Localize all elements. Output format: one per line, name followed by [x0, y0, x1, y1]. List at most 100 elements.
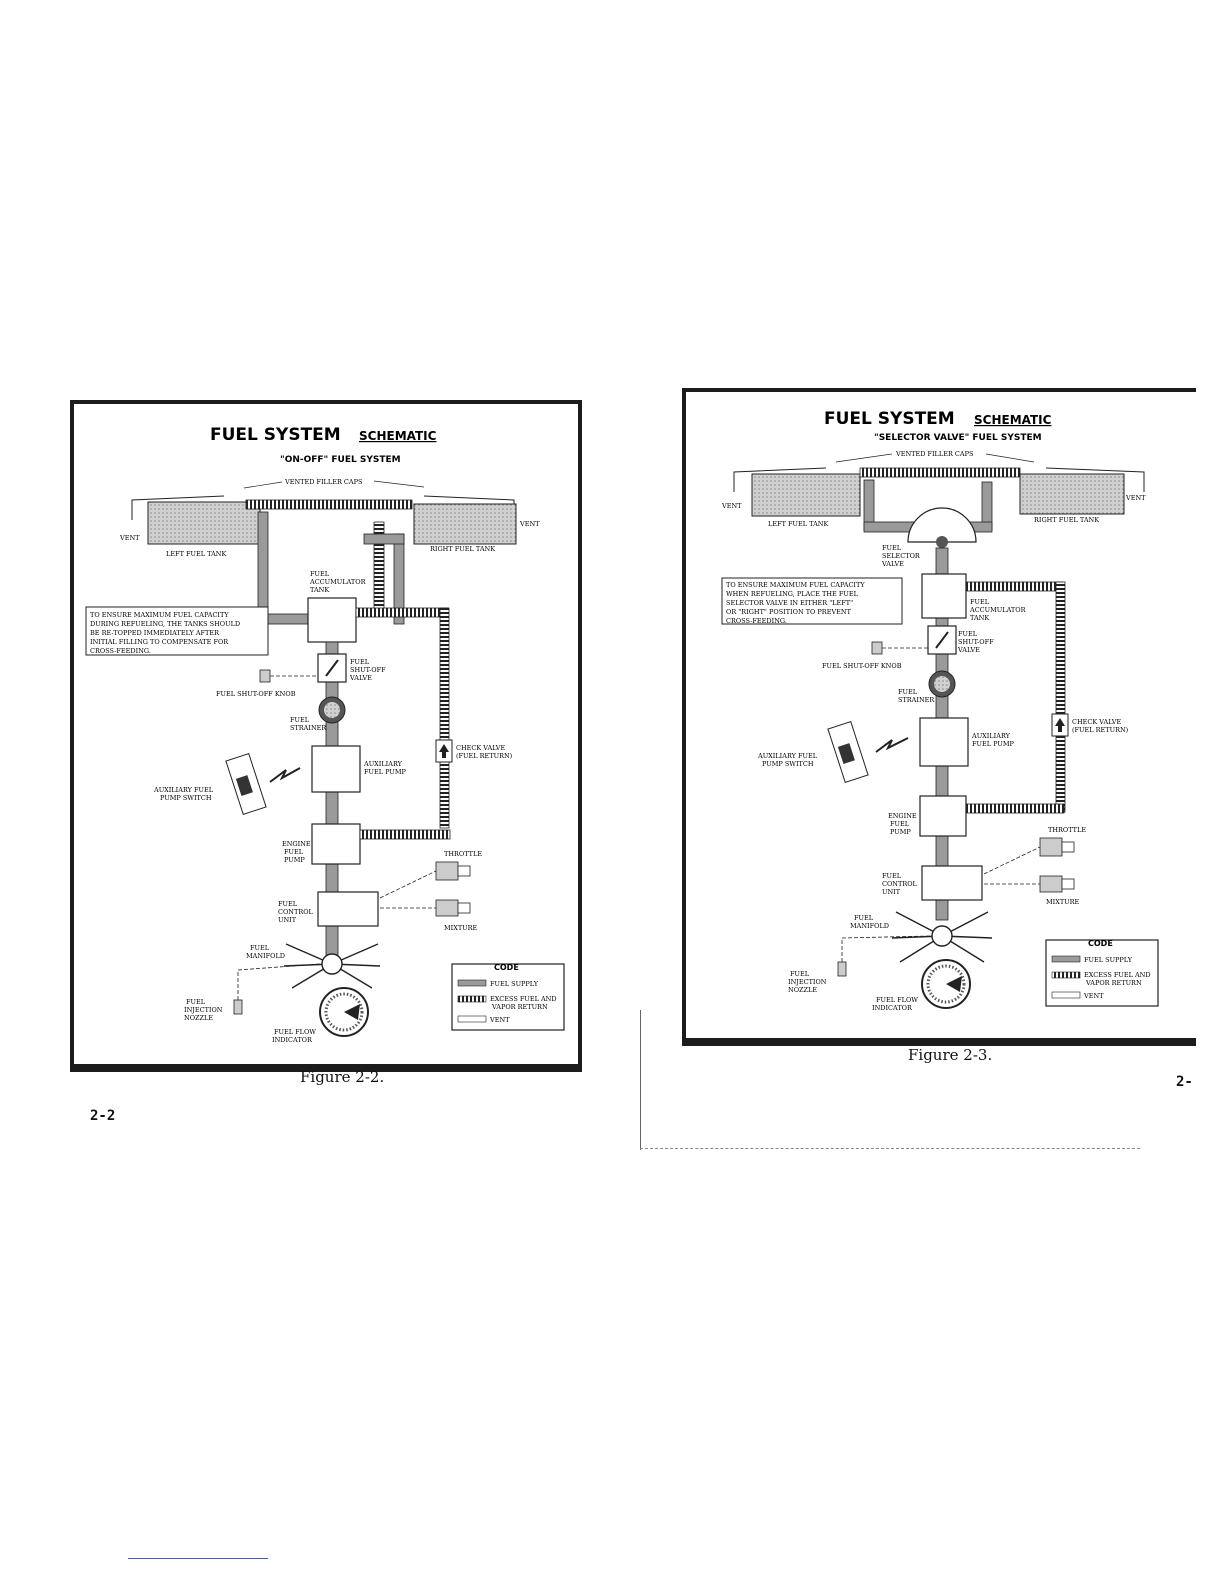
right-page: FUEL SYSTEM SCHEMATIC "SELECTOR VALVE" F…	[620, 0, 1224, 1584]
fuel-injection-nozzle	[837, 961, 847, 977]
throttle-control	[1039, 837, 1063, 857]
right-fuel-tank	[413, 503, 517, 545]
engine-fuel-pump	[311, 823, 361, 865]
label-check-valve-1: CHECK VALVE	[456, 744, 505, 752]
left-fuel-tank	[147, 501, 261, 545]
label-engine-fuel-pump-3: PUMP	[284, 856, 305, 864]
label-fuel-shutoff-valve-2: SHUT-OFF	[350, 666, 386, 674]
label-fuel-accumulator-tank-2: ACCUMULATOR	[969, 606, 1027, 614]
label-fuel-control-unit-3: UNIT	[882, 888, 901, 896]
label-auxiliary-fuel-pump-switch-1: AUXILIARY FUEL	[757, 752, 818, 760]
label-fuel-injection-nozzle-1: FUEL	[186, 998, 206, 1006]
code-legend-item-1: FUEL SUPPLY	[490, 980, 539, 988]
label-check-valve-1: CHECK VALVE	[1072, 718, 1121, 726]
label-mixture: MIXTURE	[1046, 898, 1080, 906]
label-fuel-manifold-2: MANIFOLD	[850, 922, 889, 930]
label-fuel-injection-nozzle-3: NOZZLE	[788, 986, 817, 994]
code-legend: CODE FUEL SUPPLY EXCESS FUEL AND VAPOR R…	[1045, 939, 1159, 1007]
label-fuel-shutoff-valve-3: VALVE	[349, 674, 372, 682]
label-right-fuel-tank: RIGHT FUEL TANK	[1034, 516, 1099, 524]
label-fuel-flow-indicator-1: FUEL FLOW	[876, 996, 918, 1004]
figure-caption-left: Figure 2-2.	[300, 1068, 385, 1086]
subtitle: "SELECTOR VALVE" FUEL SYSTEM	[874, 433, 1042, 443]
auxiliary-fuel-pump	[311, 745, 361, 793]
left-schematic-diagram: FUEL SYSTEM SCHEMATIC "ON-OFF" FUEL SYST…	[85, 425, 565, 1044]
label-engine-fuel-pump-1: ENGINE	[888, 812, 917, 820]
subtitle: "ON-OFF" FUEL SYSTEM	[280, 455, 401, 465]
label-left-fuel-tank: LEFT FUEL TANK	[166, 550, 226, 558]
label-fuel-manifold-1: FUEL	[250, 944, 270, 952]
fuel-control-unit	[317, 891, 379, 927]
bottom-rule	[128, 1558, 268, 1559]
right-schematic-frame: FUEL SYSTEM SCHEMATIC "SELECTOR VALVE" F…	[682, 388, 1196, 1046]
title-tag: SCHEMATIC	[359, 429, 437, 443]
note-line-1: TO ENSURE MAXIMUM FUEL CAPACITY	[726, 581, 865, 589]
auxiliary-fuel-pump	[919, 717, 969, 767]
title-tag: SCHEMATIC	[974, 413, 1052, 427]
label-auxiliary-fuel-pump-2: FUEL PUMP	[364, 768, 407, 776]
return-line-right	[1055, 581, 1066, 813]
label-fuel-strainer-1: FUEL	[290, 716, 310, 724]
code-legend-item-1: FUEL SUPPLY	[1084, 956, 1133, 964]
label-fuel-strainer-2: STRAINER	[898, 696, 935, 704]
title: FUEL SYSTEM	[210, 425, 341, 445]
code-legend-item-2b: VAPOR RETURN	[491, 1003, 548, 1011]
label-auxiliary-fuel-pump-switch-1: AUXILIARY FUEL	[153, 786, 214, 794]
left-fuel-tank	[751, 473, 861, 517]
code-legend-item-2a: EXCESS FUEL AND	[1084, 971, 1151, 979]
label-auxiliary-fuel-pump-switch-2: PUMP SWITCH	[762, 760, 814, 768]
label-engine-fuel-pump-2: FUEL	[890, 820, 910, 828]
code-legend: CODE FUEL SUPPLY EXCESS FUEL AND VAPOR R…	[451, 963, 565, 1031]
code-legend-title: CODE	[494, 963, 519, 972]
figure-caption-right: Figure 2-3.	[908, 1046, 993, 1064]
note-line-5: CROSS-FEEDING.	[90, 647, 151, 655]
code-legend-title: CODE	[1088, 939, 1113, 948]
fuel-selector-valve	[907, 507, 977, 543]
label-fuel-shutoff-valve-3: VALVE	[957, 646, 980, 654]
label-check-valve-2: (FUEL RETURN)	[456, 752, 513, 760]
label-auxiliary-fuel-pump-2: FUEL PUMP	[972, 740, 1015, 748]
label-fuel-shutoff-knob: FUEL SHUT-OFF KNOB	[216, 690, 296, 698]
label-vent-right: VENT	[1125, 494, 1146, 502]
label-fuel-accumulator-tank-3: TANK	[970, 614, 989, 622]
note-line-5: CROSS-FEEDING.	[726, 617, 787, 625]
label-fuel-strainer-2: STRAINER	[290, 724, 327, 732]
label-vented-filler-caps: VENTED FILLER CAPS	[284, 478, 362, 486]
label-fuel-control-unit-2: CONTROL	[882, 880, 918, 888]
code-legend-item-3: VENT	[489, 1016, 510, 1024]
fuel-injection-nozzle	[233, 999, 243, 1015]
label-fuel-accumulator-tank-1: FUEL	[310, 570, 330, 578]
label-fuel-injection-nozzle-3: NOZZLE	[184, 1014, 213, 1022]
right-schematic-diagram: FUEL SYSTEM SCHEMATIC "SELECTOR VALVE" F…	[721, 409, 1159, 1012]
engine-fuel-pump	[919, 795, 967, 837]
label-fuel-accumulator-tank-2: ACCUMULATOR	[309, 578, 367, 586]
note-line-4: INITIAL FILLING TO COMPENSATE FOR	[90, 638, 229, 646]
label-vented-filler-caps: VENTED FILLER CAPS	[895, 450, 973, 458]
fuel-accumulator-tank	[921, 573, 967, 619]
label-fuel-injection-nozzle-1: FUEL	[790, 970, 810, 978]
label-throttle: THROTTLE	[444, 850, 482, 858]
label-fuel-shutoff-valve-2: SHUT-OFF	[958, 638, 994, 646]
label-fuel-accumulator-tank-3: TANK	[310, 586, 329, 594]
note-line-2: WHEN REFUELING, PLACE THE FUEL	[726, 590, 859, 598]
label-fuel-selector-valve-2: SELECTOR	[882, 552, 921, 560]
mixture-control	[435, 899, 459, 917]
note-line-4: OR "RIGHT" POSITION TO PREVENT	[726, 608, 852, 616]
label-fuel-accumulator-tank-1: FUEL	[970, 598, 990, 606]
mixture-control	[1039, 875, 1063, 893]
label-fuel-injection-nozzle-2: INJECTION	[184, 1006, 223, 1014]
label-fuel-control-unit-2: CONTROL	[278, 908, 314, 916]
label-fuel-selector-valve-3: VALVE	[881, 560, 904, 568]
note-line-3: SELECTOR VALVE IN EITHER "LEFT"	[726, 599, 853, 607]
throttle-control	[435, 861, 459, 881]
right-fuel-tank	[1019, 473, 1125, 515]
label-engine-fuel-pump-1: ENGINE	[282, 840, 311, 848]
fuel-control-unit	[921, 865, 983, 901]
label-auxiliary-fuel-pump-1: AUXILIARY	[363, 760, 403, 768]
note-box	[721, 577, 903, 625]
label-engine-fuel-pump-3: PUMP	[890, 828, 911, 836]
fuel-shutoff-knob	[259, 669, 271, 683]
label-mixture: MIXTURE	[444, 924, 478, 932]
label-engine-fuel-pump-2: FUEL	[284, 848, 304, 856]
fuel-shutoff-knob	[871, 641, 883, 655]
